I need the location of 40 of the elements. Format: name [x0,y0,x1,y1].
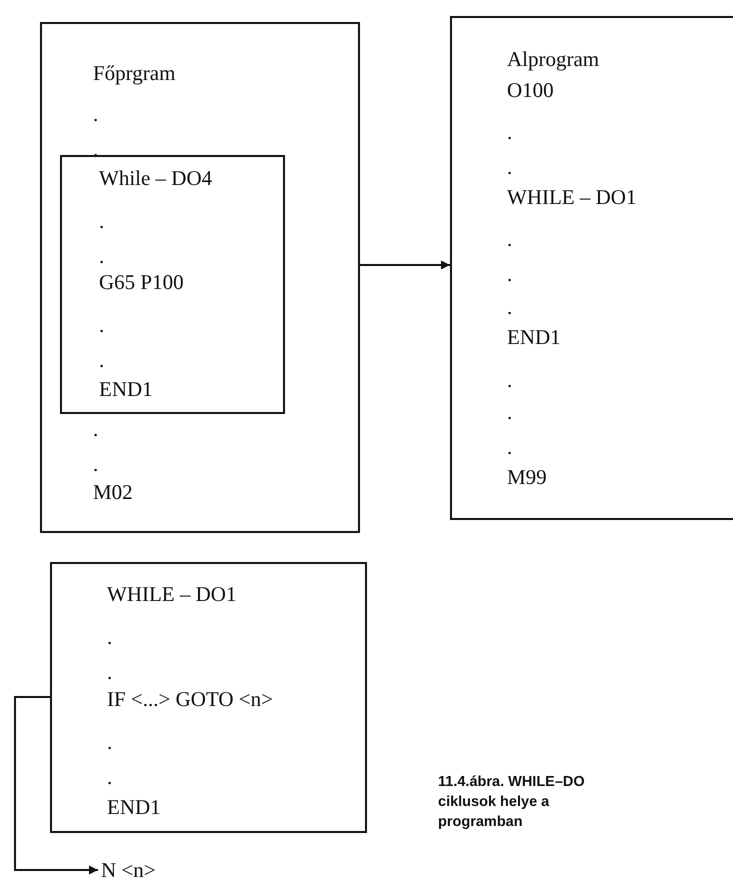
code-line: IF <...> GOTO <n> [107,687,273,711]
program-box [450,16,733,520]
code-line: END1 [507,325,561,349]
code-line: Főprgram [93,61,176,85]
figure-caption: 11.4.ábra. WHILE–DO ciklusok helye a programban [438,773,586,832]
ellipsis-dot: . [507,262,512,286]
code-line: M02 [93,480,133,504]
code-line: While – DO4 [99,166,212,190]
ellipsis-dot: . [93,102,98,126]
ellipsis-dot: . [99,313,104,337]
ellipsis-dot: . [99,209,104,233]
ellipsis-dot: . [107,660,112,684]
program-box [40,22,360,533]
ellipsis-dot: . [507,227,512,251]
ellipsis-dot: . [107,625,112,649]
code-line: END1 [99,377,153,401]
ellipsis-dot: . [507,295,512,319]
code-line: M99 [507,465,547,489]
ellipsis-dot: . [507,120,512,144]
ellipsis-dot: . [99,348,104,372]
arrow [14,696,98,874]
ellipsis-dot: . [99,244,104,268]
program-box [50,562,367,833]
program-box [60,155,285,414]
code-line: N <n> [101,858,156,882]
code-line: G65 P100 [99,270,184,294]
ellipsis-dot: . [107,765,112,789]
ellipsis-dot: . [507,435,512,459]
ellipsis-dot: . [107,730,112,754]
code-line: WHILE – DO1 [507,185,636,209]
ellipsis-dot: . [507,155,512,179]
ellipsis-dot: . [507,400,512,424]
arrow [360,260,450,270]
code-line: O100 [507,78,554,102]
ellipsis-dot: . [93,417,98,441]
ellipsis-dot: . [93,452,98,476]
code-line: END1 [107,795,161,819]
code-line: Alprogram [507,47,600,71]
ellipsis-dot: . [507,368,512,392]
code-line: WHILE – DO1 [107,582,236,606]
